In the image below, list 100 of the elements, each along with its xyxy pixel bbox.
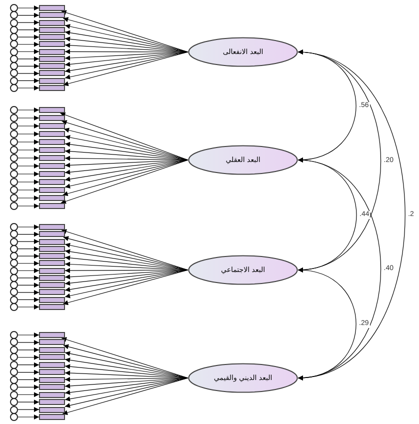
error-circle	[10, 383, 18, 392]
indicator-box	[39, 369, 65, 376]
error-circle	[10, 106, 18, 114]
error-circle	[10, 390, 18, 399]
arrow	[18, 204, 40, 208]
error-circle	[10, 62, 18, 70]
arrow	[18, 407, 40, 412]
error-circle	[10, 194, 18, 202]
error-circle	[10, 186, 18, 194]
arrow	[18, 347, 40, 352]
arrow	[64, 156, 188, 161]
indicator-box	[39, 107, 65, 113]
error-circle	[10, 230, 18, 238]
error-circle	[10, 223, 18, 231]
error-circle	[10, 338, 18, 346]
double-headed-arrow	[298, 158, 382, 380]
indicator-box	[39, 203, 65, 209]
arrow	[18, 232, 40, 237]
arrow	[18, 384, 40, 390]
arrow	[63, 236, 188, 270]
arrow	[18, 290, 40, 295]
error-circle	[10, 33, 18, 42]
arrow	[64, 351, 188, 378]
error-circle	[10, 178, 18, 186]
arrow	[18, 282, 40, 288]
arrow	[18, 64, 40, 69]
arrow	[60, 112, 188, 160]
error-circle	[10, 252, 18, 260]
indicator-box	[39, 78, 65, 84]
indicator-box	[39, 70, 65, 76]
indicator-box	[39, 231, 65, 238]
error-circle	[10, 11, 18, 20]
indicator-box	[39, 362, 65, 368]
arrow	[18, 56, 40, 62]
error-circle	[10, 26, 18, 34]
arrow	[18, 12, 40, 18]
error-circle	[10, 346, 18, 354]
error-circle	[10, 259, 18, 268]
arrow	[60, 160, 188, 204]
arrow	[18, 370, 40, 375]
error-circle	[10, 18, 18, 27]
arrow	[18, 49, 40, 54]
indicator-box	[39, 253, 65, 260]
indicator-box	[39, 179, 65, 185]
arrow	[64, 242, 188, 270]
indicator-box	[39, 20, 65, 26]
arrow	[18, 354, 40, 360]
indicator-box	[39, 163, 65, 169]
arrow	[64, 52, 188, 60]
arrow	[18, 20, 40, 26]
error-circle	[10, 281, 18, 290]
indicator-box	[39, 195, 65, 201]
arrow	[18, 124, 40, 128]
error-circle	[10, 122, 18, 130]
error-circle	[10, 54, 18, 63]
arrow	[64, 160, 188, 188]
indicator-box	[39, 12, 65, 18]
arrow	[64, 270, 188, 280]
indicator-box	[39, 282, 65, 288]
indicator-box	[39, 346, 65, 353]
error-circle	[10, 244, 18, 253]
error-circle	[10, 413, 18, 421]
arrow	[18, 34, 40, 40]
error-circle	[10, 398, 18, 406]
arrow	[18, 196, 40, 200]
indicator-box	[39, 354, 65, 360]
error-circle	[10, 69, 18, 78]
arrow	[18, 180, 40, 184]
indicator-box	[39, 399, 65, 406]
indicator-box	[39, 296, 65, 303]
arrow	[18, 377, 40, 382]
arrow	[18, 246, 40, 252]
indicator-box	[39, 131, 65, 137]
error-circle	[10, 40, 18, 48]
error-circle	[10, 4, 18, 12]
arrow	[64, 24, 188, 52]
arrow	[18, 224, 40, 230]
arrow	[18, 260, 40, 266]
arrow	[18, 116, 40, 120]
arrow	[62, 17, 188, 52]
indicator-box	[39, 268, 65, 274]
arrow	[64, 270, 188, 292]
indicator-box	[39, 376, 65, 383]
arrow	[64, 377, 188, 382]
arrow	[62, 378, 188, 416]
arrow	[18, 108, 40, 112]
arrow	[18, 275, 40, 280]
indicator-box	[39, 238, 65, 245]
arrow	[62, 160, 188, 196]
arrow	[64, 378, 188, 402]
indicator-box	[39, 139, 65, 145]
arrow	[18, 340, 40, 345]
error-circle	[10, 154, 18, 162]
arrow	[18, 304, 40, 310]
indicator-box	[39, 339, 65, 346]
error-circle	[10, 130, 18, 138]
arrow	[18, 148, 40, 152]
arrow	[64, 378, 188, 408]
error-circle	[10, 360, 18, 369]
error-circle	[10, 202, 18, 210]
